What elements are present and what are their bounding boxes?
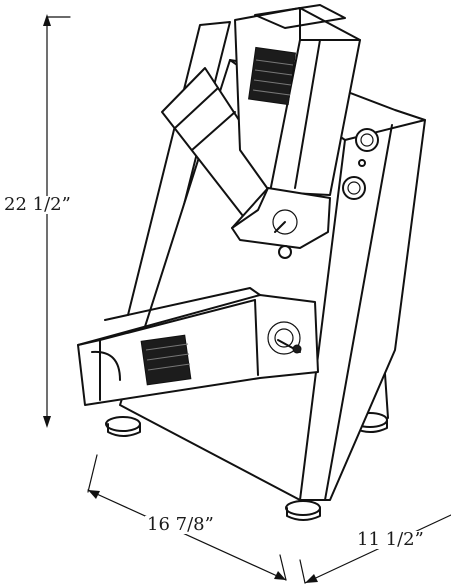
top-roller-unit [234,4,361,196]
control-knob-bottom [342,176,366,200]
width-dimension-line [87,454,287,581]
height-dimension-line [43,14,71,428]
height-dimension-label: 22 1/2” [2,194,73,215]
depth-dimension-label: 11 1/2” [355,529,426,550]
depth-dimension-line [299,514,451,584]
top-vent-grill [248,46,296,106]
control-knob-top [355,128,379,152]
indicator-light [358,159,366,167]
width-dimension-label: 16 7/8” [145,514,216,535]
bottom-adjustment-dial [267,321,302,355]
top-adjustment-dial [231,187,331,259]
bottom-vent-grill [140,334,192,386]
bottom-roller-unit [77,287,319,406]
